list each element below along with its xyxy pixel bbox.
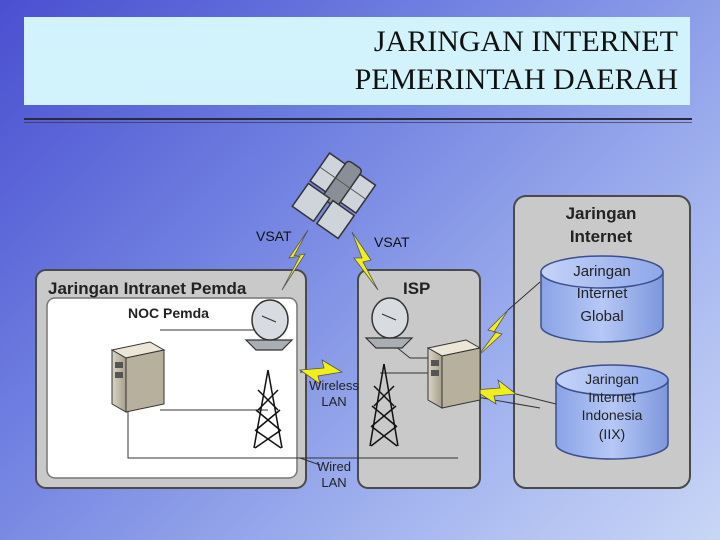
global-label-3: Global xyxy=(580,308,623,325)
tower-icon xyxy=(253,369,283,449)
lightning-icons xyxy=(281,229,557,405)
title-box: JARINGAN INTERNET PEMERINTAH DAERAH xyxy=(24,17,690,105)
global-label-2: Internet xyxy=(577,285,629,302)
dish-antenna-icon xyxy=(364,297,414,349)
server-icon xyxy=(426,339,482,409)
title-line-1: JARINGAN INTERNET xyxy=(373,25,678,58)
iix-label-3: Indonesia xyxy=(582,407,643,423)
dish-antenna-icon xyxy=(244,299,294,351)
intranet-panel: Jaringan Intranet Pemda NOC Pemda xyxy=(35,269,307,489)
iix-label-1: Jaringan xyxy=(585,371,639,387)
wireless-label-1: Wireless xyxy=(309,378,359,393)
isp-label: ISP xyxy=(403,279,430,298)
server-icon xyxy=(110,341,166,413)
lightning-icon xyxy=(351,231,379,291)
global-internet-cylinder: Jaringan Internet Global xyxy=(540,255,664,343)
noc-label: NOC Pemda xyxy=(128,305,209,321)
tower-icon xyxy=(369,363,399,447)
wired-label-1: Wired xyxy=(317,459,351,474)
title-underline xyxy=(24,118,692,120)
iix-cylinder: Jaringan Internet Indonesia (IIX) xyxy=(555,364,669,460)
intranet-label: Jaringan Intranet Pemda xyxy=(48,279,247,298)
vsat-label-right: VSAT xyxy=(374,234,410,250)
lightning-icon xyxy=(281,229,309,291)
wireless-label-2: LAN xyxy=(321,394,346,409)
internet-label-2: Internet xyxy=(570,227,633,246)
iix-label-4: (IIX) xyxy=(599,426,625,442)
title-line-2: PEMERINTAH DAERAH xyxy=(354,63,678,96)
satellite-icon xyxy=(291,152,377,240)
lightning-icon xyxy=(477,309,509,357)
vsat-label-left: VSAT xyxy=(256,228,292,244)
wired-label-2: LAN xyxy=(321,475,346,490)
title-underline-thin xyxy=(24,122,692,123)
lightning-icon xyxy=(298,359,344,385)
internet-label-1: Jaringan xyxy=(566,204,637,223)
global-label-1: Jaringan xyxy=(573,263,631,280)
iix-label-2: Internet xyxy=(588,389,636,405)
